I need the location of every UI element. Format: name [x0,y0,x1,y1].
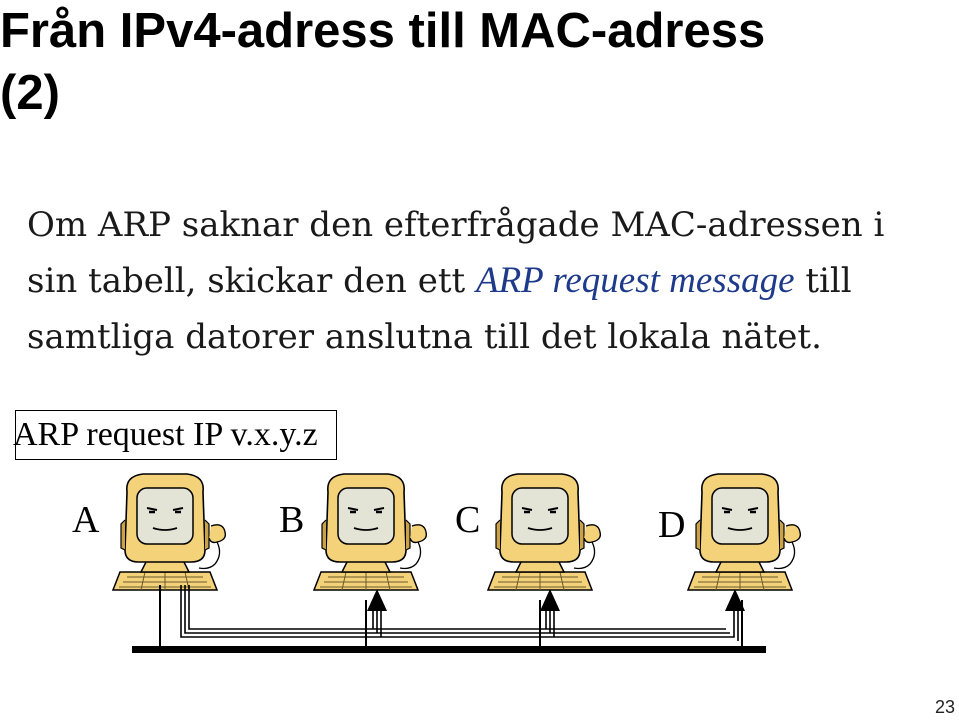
lan-bus [132,646,766,653]
computer-node-c: C [455,472,602,592]
slide-title: Från IPv4-adress till MAC-adress (2) [0,0,940,124]
arp-request-box: ARP request IP v.x.y.z [13,410,337,460]
computer-icon [111,472,227,592]
node-label-b: B [279,499,304,541]
arrow-up-icon [367,589,387,611]
arrow-up-icon [540,589,560,611]
computer-icon [486,472,602,592]
computer-node-d: D [658,472,802,592]
computer-node-b: B [279,472,428,592]
broadcast-path [180,585,739,641]
slide-title-line1: Från IPv4-adress till MAC-adress [0,4,766,58]
arp-request-emphasis: ARP request message [475,260,795,301]
computer-icon [686,472,802,592]
body-paragraph: Om ARP saknar den efterfrågade MAC-adres… [27,197,927,365]
node-label-d: D [658,504,685,546]
computer-icon [312,472,428,592]
computer-node-a: A [72,472,227,592]
page-number: 23 [934,697,955,717]
node-label-c: C [455,499,480,541]
slide-title-line2: (2) [0,66,60,120]
body-text-part2: till samtliga datorer anslutna till det … [27,261,852,357]
body-text-part1: Om ARP saknar den efterfrågade MAC-adres… [27,205,885,301]
node-label-a: A [72,499,100,541]
